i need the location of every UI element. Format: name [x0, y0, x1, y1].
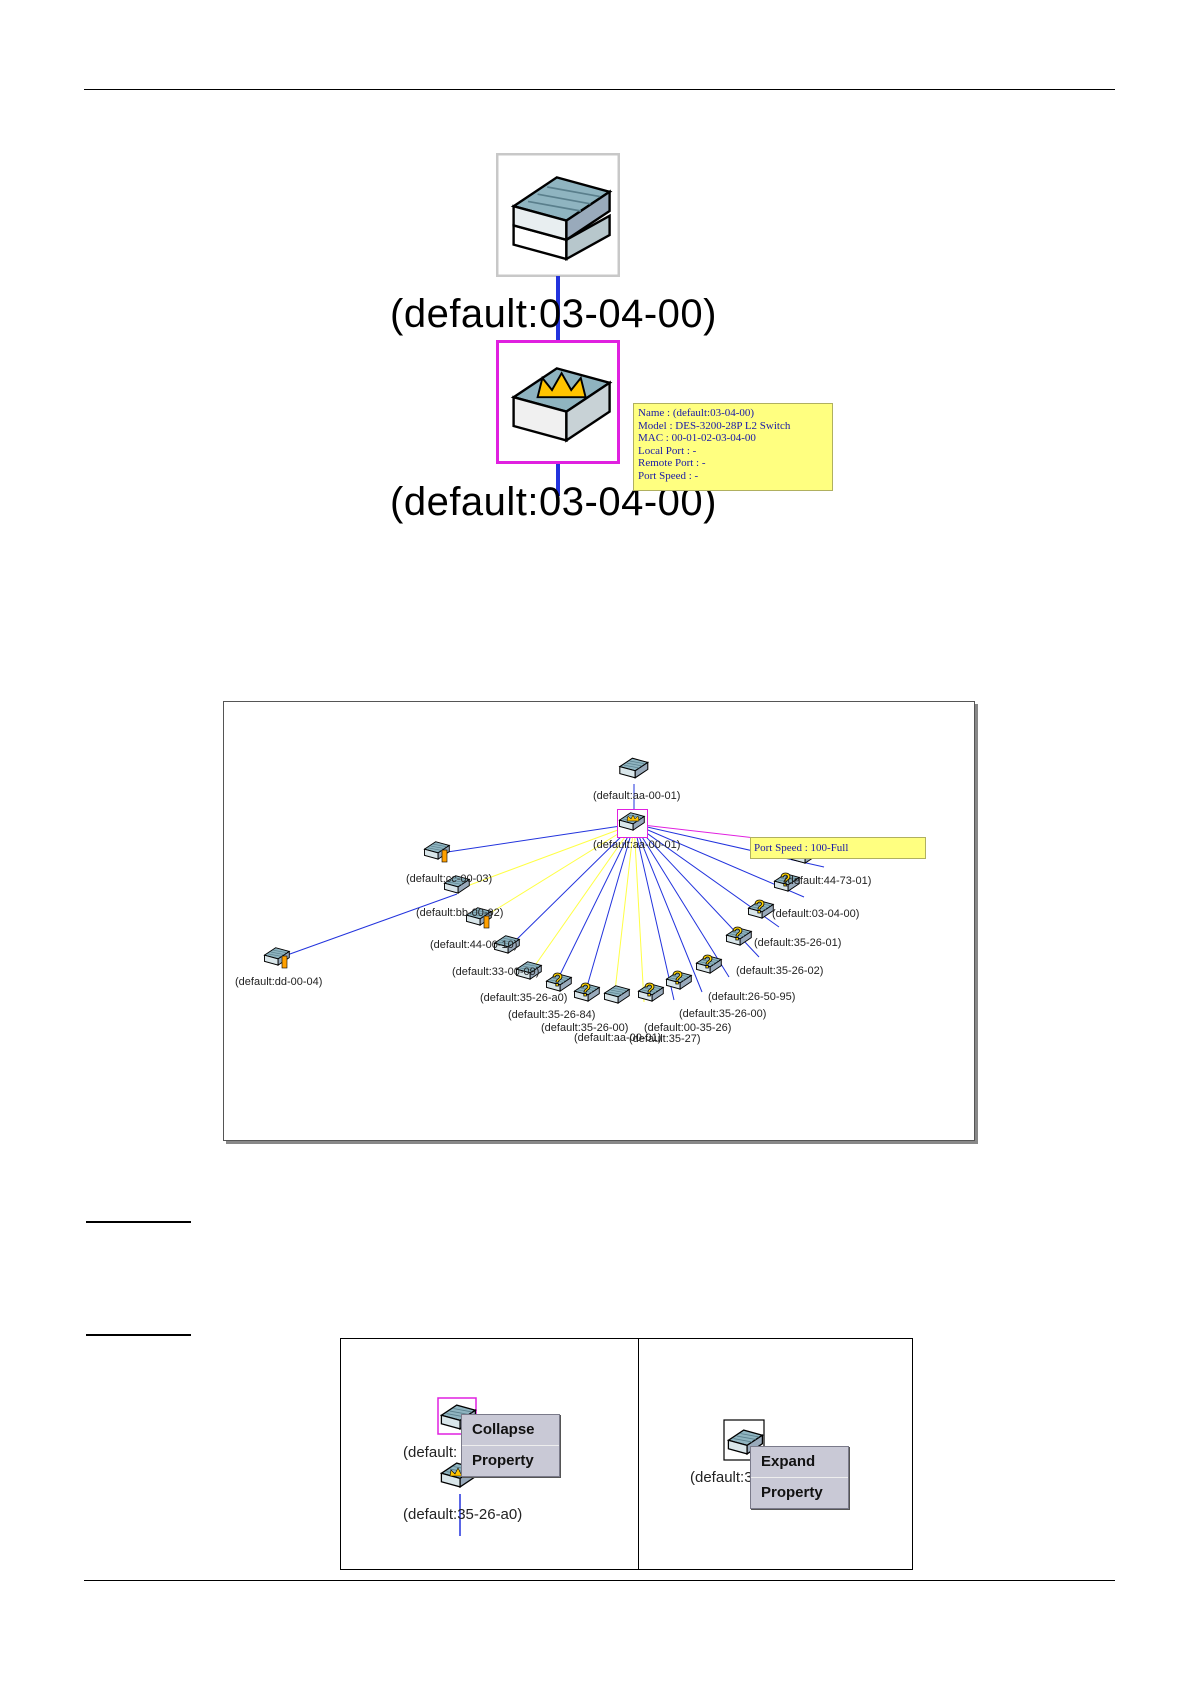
node-label: (default:35-26-a0)	[480, 992, 568, 1004]
tooltip-name: Name : (default:03-04-00)	[638, 407, 755, 419]
section-underline	[86, 1334, 191, 1336]
node-label: (default:33-00-09)	[452, 966, 540, 978]
node-label: (default:aa-00-01)	[593, 839, 681, 851]
node-label: (default:35-26-00)	[679, 1008, 767, 1020]
figure-1-topology: (default:03-04-00) (default:03-04-00)	[390, 150, 870, 530]
expand-context-menu: Expand Property	[750, 1446, 849, 1509]
collapse-node-label-top: (default:	[403, 1444, 458, 1461]
menu-item-property[interactable]: Property	[761, 1484, 823, 1501]
node-label: (default:35-26-02)	[736, 965, 824, 977]
menu-item-expand[interactable]: Expand	[751, 1447, 848, 1478]
unknown-device-icon[interactable]	[572, 980, 604, 1012]
tooltip-local-port: Local Port : -	[638, 444, 697, 457]
tooltip-mac: MAC : 00-01-02-03-04-00	[638, 432, 756, 444]
node-label: (default:35-27)	[629, 1033, 701, 1045]
unknown-device-icon[interactable]	[694, 952, 726, 984]
node-label: (default:aa-00-01)	[574, 1032, 662, 1044]
node-label: (default:26-50-95)	[708, 991, 796, 1003]
node-label: (default:bb-00-02)	[416, 907, 504, 919]
hub-switch-icon[interactable]	[617, 809, 651, 839]
footer-rule	[84, 1580, 1115, 1581]
selected-switch-icon[interactable]	[496, 340, 620, 464]
tooltip-remote-port: Remote Port : -	[638, 457, 706, 469]
section-underline	[86, 1221, 191, 1223]
switch-icon[interactable]	[617, 754, 651, 788]
unknown-device-icon[interactable]	[664, 968, 696, 1000]
node-label: (default:35-26-00)	[541, 1022, 629, 1034]
node-label: (default:35-26-84)	[508, 1009, 596, 1021]
device-tooltip: Name : (default:03-04-00) Model : DES-32…	[633, 403, 833, 491]
figure-2-topology-panel: (default:aa-00-01) (default:aa-00-01) (d…	[223, 701, 975, 1141]
upper-switch-icon[interactable]	[496, 153, 620, 277]
collapse-context-menu: Collapse Property	[461, 1414, 560, 1477]
node-label: (default:cc-00-03)	[406, 873, 493, 885]
switch-icon[interactable]	[602, 982, 634, 1012]
expand-node-label: (default:3	[690, 1469, 753, 1486]
node-label: (default:aa-00-01)	[593, 790, 681, 802]
port-speed-tooltip: Port Speed : 100-Full	[750, 837, 926, 859]
switch-warning-icon[interactable]	[262, 944, 294, 974]
switch-warning-icon[interactable]	[422, 838, 454, 868]
tooltip-model: Model : DES-3200-28P L2 Switch	[638, 419, 791, 432]
topology-links	[275, 784, 835, 1003]
node-label: (default:dd-00-04)	[235, 976, 323, 988]
collapse-node-label-bottom: (default:35-26-a0)	[403, 1506, 523, 1523]
figure-3-context-menus: (default: (default:35-26-a0) Collapse Pr…	[340, 1338, 913, 1570]
menu-item-collapse[interactable]: Collapse	[462, 1415, 559, 1446]
node-label: (default:35-26-01)	[754, 937, 842, 949]
tooltip-port-speed: Port Speed : -	[638, 469, 699, 482]
switch-icon[interactable]	[464, 904, 496, 934]
upper-switch-label: (default:03-04-00)	[390, 292, 717, 336]
header-rule	[84, 89, 1115, 90]
node-label: (default:44-73-01)	[784, 875, 872, 887]
node-label: (default:00-35-26)	[644, 1022, 732, 1034]
menu-item-property[interactable]: Property	[472, 1452, 534, 1469]
node-label: (default:03-04-00)	[772, 908, 860, 920]
node-label: (default:44-00-10)	[430, 939, 518, 951]
figure-3-divider	[638, 1339, 639, 1569]
